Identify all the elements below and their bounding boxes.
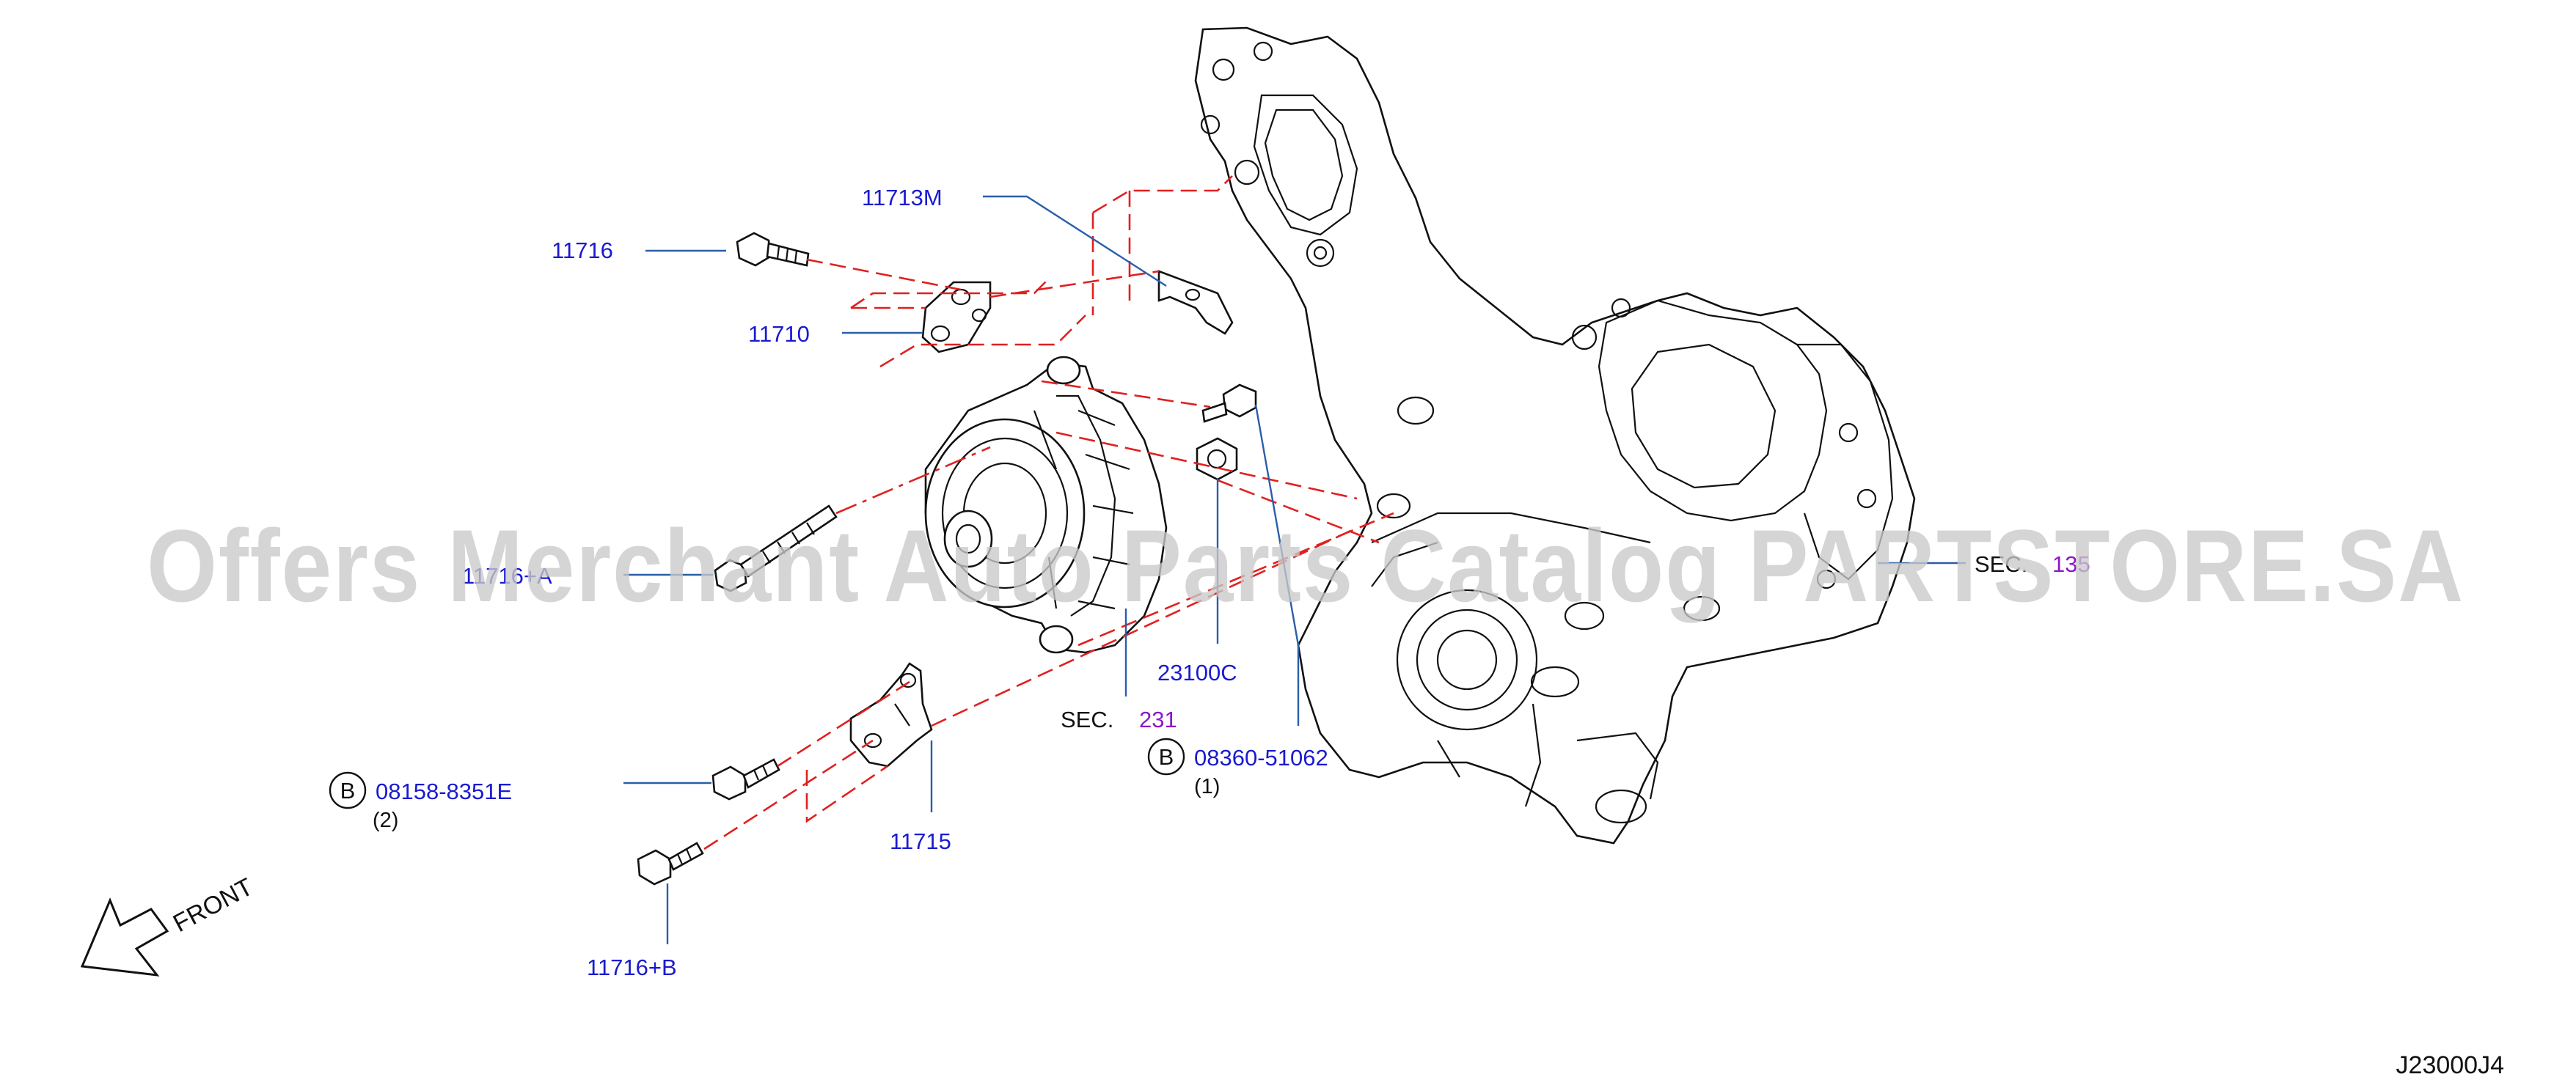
- quantity-1: (1): [1194, 775, 1220, 798]
- callout-11715[interactable]: 11715: [890, 828, 951, 854]
- section-135-callout[interactable]: SEC. 135: [1878, 551, 2090, 577]
- assembly-lines: [703, 175, 1394, 850]
- circled-letter-b: B: [340, 778, 356, 804]
- part-number-08158-8351e: 08158-8351E: [376, 779, 512, 804]
- section-231-number: 231: [1139, 707, 1177, 732]
- callout-11716b[interactable]: 11716+B: [587, 955, 677, 980]
- diagram-code: J23000J4: [2396, 1051, 2504, 1079]
- callout-11710[interactable]: 11710: [748, 321, 810, 347]
- front-arrow-icon: [80, 897, 169, 977]
- bracket-11713m: [1157, 270, 1234, 335]
- engine-front-cover: [1194, 26, 1916, 845]
- bolt-08158-8351e: [711, 758, 780, 801]
- callout-11716[interactable]: 11716: [552, 238, 613, 263]
- part-number-08360-51062: 08360-51062: [1194, 745, 1328, 771]
- front-direction-indicator: FRONT: [80, 873, 257, 977]
- nut-23100c: [1196, 437, 1238, 481]
- section-135-prefix: SEC.: [1975, 551, 2027, 577]
- circled-letter-b: B: [1159, 744, 1174, 770]
- bolt-11716-top: [736, 232, 810, 267]
- bolt-08360-51062: [1201, 383, 1257, 423]
- bolt-11716b: [637, 842, 704, 886]
- callout-11716a[interactable]: 11716+A: [462, 563, 552, 589]
- bolt-11716a-long: [714, 504, 838, 592]
- callout-11713m[interactable]: 11713M: [862, 185, 943, 210]
- section-231-prefix: SEC.: [1061, 707, 1113, 732]
- bracket-11710: [921, 281, 992, 353]
- circled-letter-icon: [1147, 738, 1185, 776]
- callout-08360-51062[interactable]: B 08360-51062 (1): [1147, 738, 1328, 798]
- leader-lines: [623, 195, 1300, 944]
- section-231-callout[interactable]: SEC. 231: [1061, 707, 1177, 732]
- alternator: [924, 356, 1168, 654]
- callout-08158-8351e[interactable]: B 08158-8351E (2): [329, 771, 512, 832]
- callout-23100c[interactable]: 23100C: [1157, 660, 1237, 685]
- watermark: Offers Merchant Auto Parts Catalog PARTS…: [147, 508, 2465, 623]
- front-label: FRONT: [169, 873, 257, 938]
- circled-letter-icon: [329, 771, 367, 809]
- quantity-2: (2): [373, 809, 398, 832]
- section-135-number: 135: [2052, 551, 2090, 577]
- bracket-11715: [849, 662, 933, 768]
